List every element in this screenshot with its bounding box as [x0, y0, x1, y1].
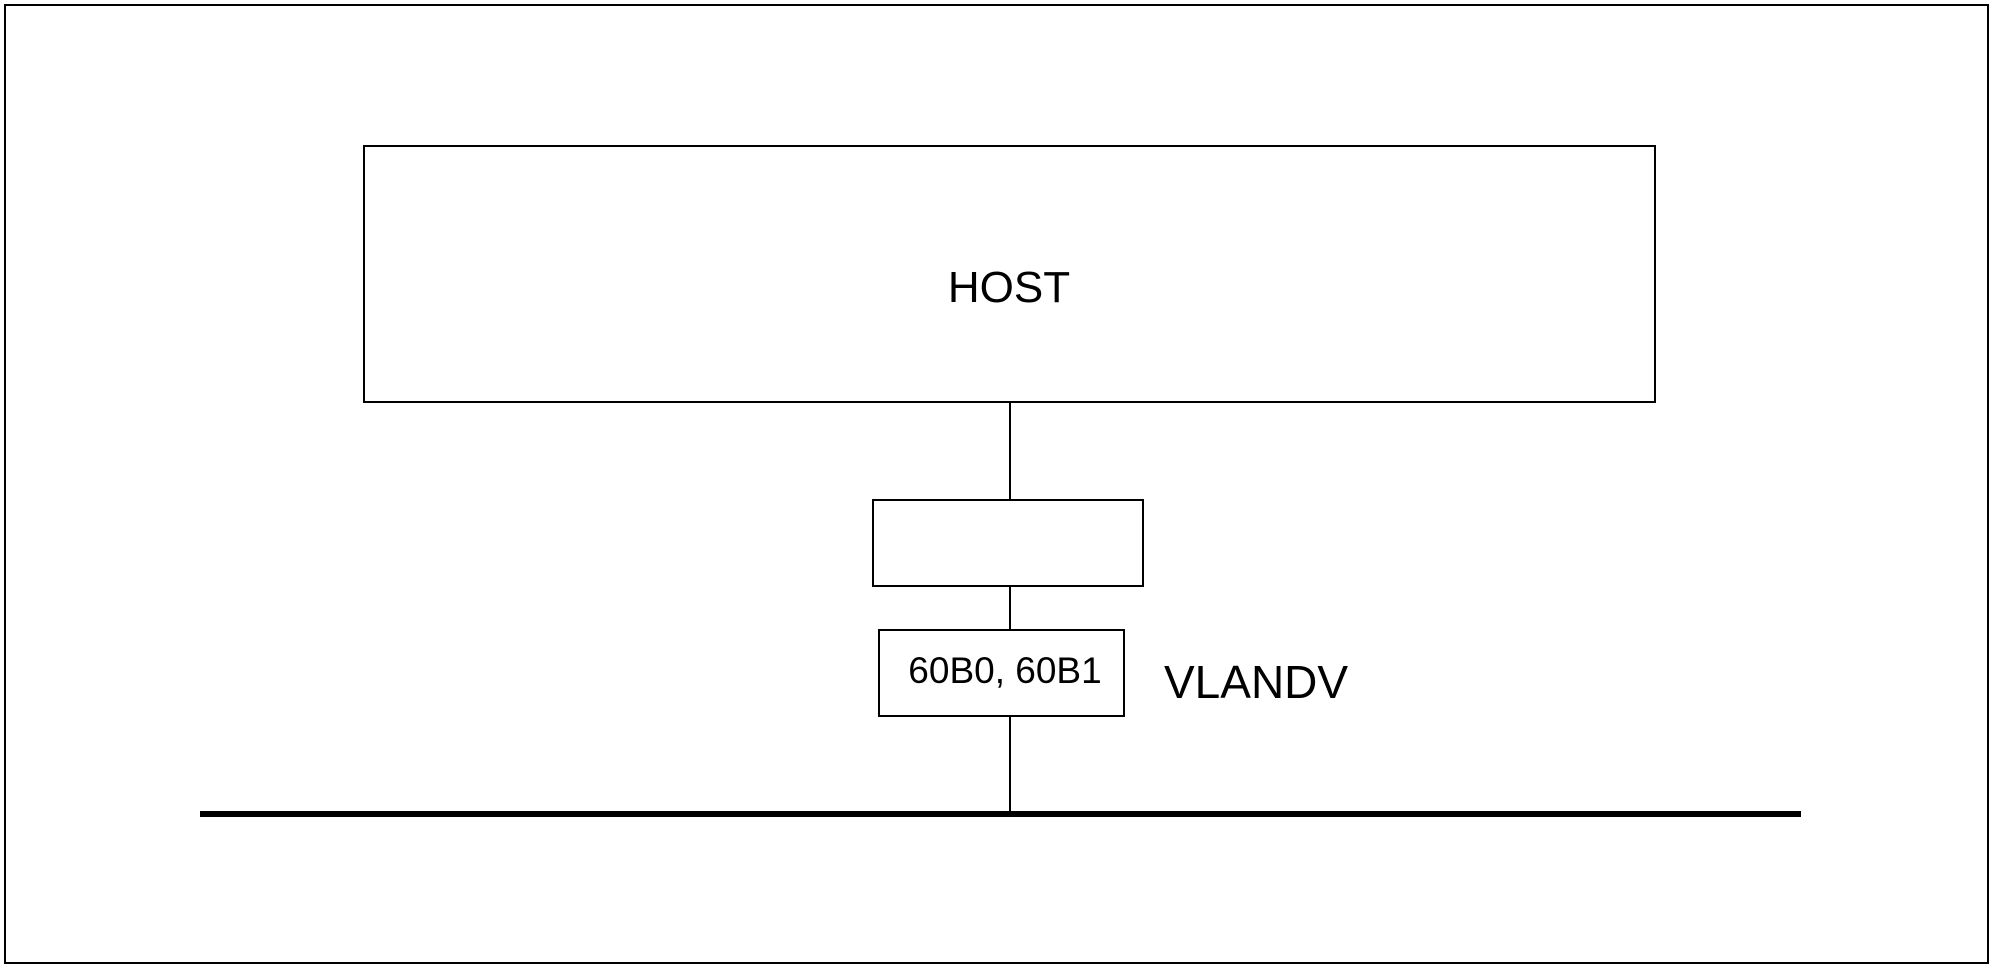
device-address-label: 60B0, 60B1: [908, 650, 1101, 691]
device-node: 60B0, 60B1: [878, 629, 1125, 717]
host-node: HOST: [363, 145, 1656, 403]
device-box: [878, 629, 1125, 717]
adapter-node: [872, 499, 1144, 587]
adapter-box: [872, 499, 1144, 587]
host-box: [363, 145, 1656, 403]
device-name-label: VLANDV: [1164, 656, 1348, 708]
host-label: HOST: [948, 263, 1070, 312]
